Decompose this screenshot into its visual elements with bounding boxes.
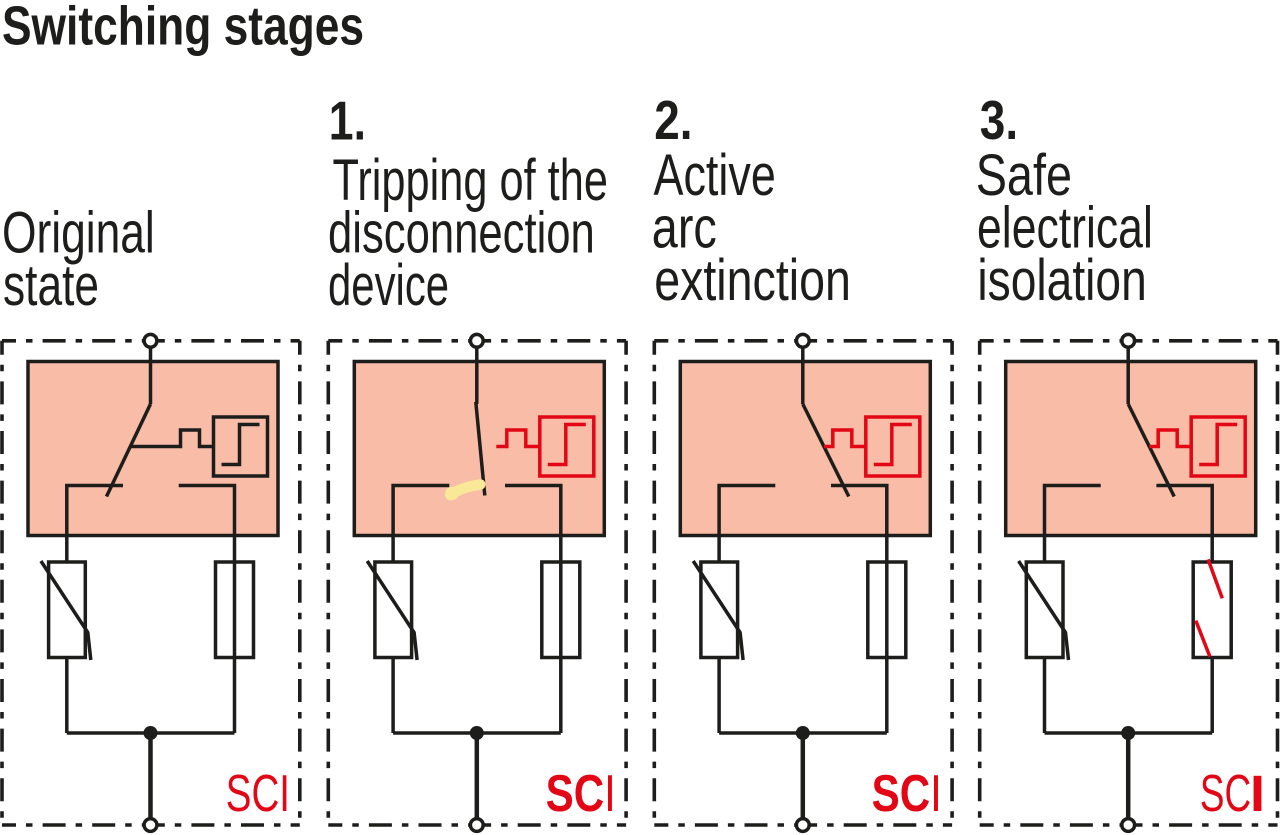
svg-text:Tripping of the: Tripping of the — [333, 147, 608, 213]
svg-text:arc: arc — [652, 196, 717, 261]
svg-text:electrical: electrical — [977, 196, 1153, 261]
svg-text:SCI: SCI — [872, 765, 942, 823]
svg-text:Active: Active — [654, 143, 776, 208]
svg-text:SC: SC — [1200, 764, 1251, 823]
svg-text:extinction: extinction — [654, 248, 851, 313]
svg-text:disconnection: disconnection — [328, 199, 595, 265]
svg-text:device: device — [328, 252, 449, 318]
svg-text:SCI: SCI — [226, 764, 290, 822]
svg-text:Safe: Safe — [976, 143, 1072, 208]
svg-text:isolation: isolation — [977, 248, 1146, 314]
svg-text:2.: 2. — [654, 89, 692, 151]
svg-text:SCI: SCI — [546, 765, 616, 823]
svg-text:Switching stages: Switching stages — [2, 0, 364, 57]
svg-text:state: state — [3, 252, 99, 317]
svg-text:1.: 1. — [329, 90, 366, 152]
svg-text:Original: Original — [2, 200, 155, 265]
svg-text:3.: 3. — [980, 89, 1018, 151]
